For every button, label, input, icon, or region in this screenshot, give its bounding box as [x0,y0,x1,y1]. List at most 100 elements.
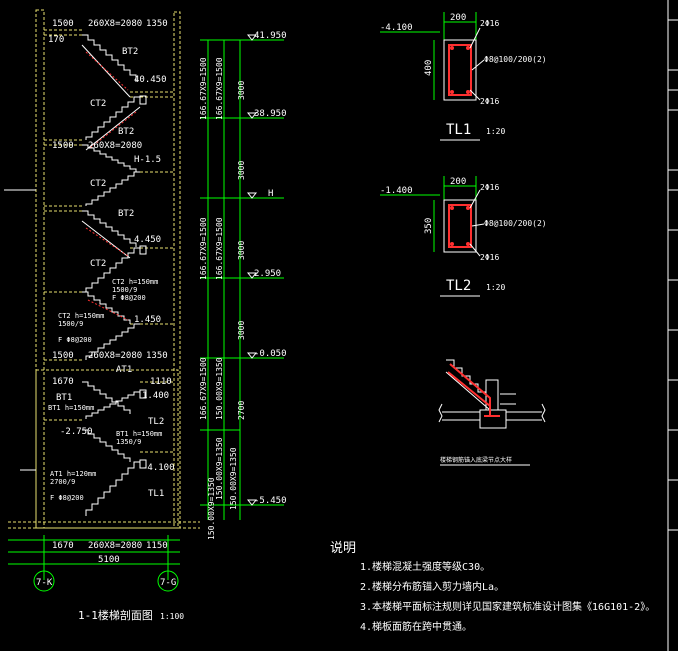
vdim-3000-1: 3000 [237,81,246,100]
detail-rebar [447,363,500,417]
note-1: 1.楼梯混凝土强度等级C30。 [360,560,490,573]
note-4: 4.梯板面筋在跨中贯通。 [360,620,472,633]
landing-level-7: -4.100 [142,463,175,473]
top-dim-3: 1350 [146,19,168,29]
note-f8-200-3: F Φ8@200 [50,494,84,502]
tl2-leaders [469,189,485,257]
stair-rebar [85,51,137,321]
left-ticks [4,189,36,471]
bottom-dim-3: 1150 [146,541,168,551]
top-dim-1b: 1500 [52,141,74,151]
tl1-stirrup [448,44,472,96]
note-2: 2.楼梯分布筋锚入剪力墙内La。 [360,580,504,593]
tl2-width: 200 [450,177,466,187]
top-dim-1c: 1500 [52,351,74,361]
vdim-7: 150.00X9=1350 [215,437,224,500]
landing-level-2: H-1.5 [134,155,161,165]
landing-level-5: 1.400 [142,391,169,401]
elev-38950: 38.950 [254,109,287,119]
tl2-bars [450,206,470,246]
landing-level-4: 1.450 [134,315,161,325]
notes: 说明 1.楼梯混凝土强度等级C30。 2.楼梯分布筋锚入剪力墙内La。 3.本楼… [330,541,655,633]
detail-steps [438,359,546,429]
detail-caption: 楼梯钢筋锚入底梁节点大样 [440,456,512,464]
vdim-1: 166.67X9=1500 [199,57,208,120]
note-ct2-h-2: CT2 h=150mm [58,312,104,320]
vdim-3: 166.67X9=1500 [199,217,208,280]
label-tl1: TL1 [148,489,164,499]
tl1-dims [380,12,477,100]
tl2-height: 350 [424,218,434,234]
label-bt2-2: BT2 [118,127,134,137]
tl1-height: 400 [424,60,434,76]
label-tl2: TL2 [148,417,164,427]
detail-leaders [500,393,516,405]
elev-minus-0050: -0.050 [254,349,287,359]
landing-level-3: 4.450 [134,235,161,245]
section-walls [8,9,200,529]
top-dim-3c: 1350 [146,351,168,361]
anchorage-detail: 楼梯钢筋锚入底梁节点大样 [438,359,546,466]
tl1-text: -4.100 200 400 2Φ16 Φ8@100/200(2) 2Φ16 T… [380,13,547,138]
small-dim-1670: 1670 [52,377,74,387]
section-vdim-text: 166.67X9=1500 166.67X9=1500 3000 166.67X… [199,57,246,540]
bottom-dim-2: 260X8=2080 [88,541,142,551]
vdim-2: 166.67X9=1500 [215,57,224,120]
axis-bubble-right [157,570,179,592]
label-at1: AT1 [116,365,132,375]
label-bt1: BT1 [56,393,72,403]
section-text: 1500 260X8=2080 1350 1500 260X8=2080 150… [36,19,287,622]
note-bt1-h: BT1 h=150mm [48,404,94,412]
section-scale: 1:100 [160,612,184,621]
small-dim-170: 170 [48,35,64,45]
tl2-scale: 1:20 [486,283,505,292]
left-vdim-1: 150.00X9=1350 [207,477,216,540]
small-dim-1110: 1110 [150,377,172,387]
note-bt1-h-2: BT1 h=150mm [116,430,162,438]
elev-41950: 41.950 [254,31,287,41]
total-width: 5100 [98,555,120,565]
beam-tl1: -4.100 200 400 2Φ16 Φ8@100/200(2) 2Φ16 T… [380,12,547,141]
note-f8-200-2: F Φ8@200 [58,336,92,344]
vdim-4: 166.67X9=1500 [215,217,224,280]
section-title: 1-1楼梯剖面图 [78,608,153,622]
tl2-stirrup [448,204,472,248]
stair-flights [81,34,147,516]
vdim-6: 150.00X9=1350 [215,357,224,420]
top-dim-2: 260X8=2080 [88,19,142,29]
tl1-scale: 1:20 [486,127,505,136]
section-vdims [8,39,284,580]
tl1-bottom-bars: 2Φ16 [480,97,499,106]
beam-tl2: -1.400 200 350 2Φ16 Φ8@100/200(2) 2Φ16 T… [380,176,547,297]
elev-minus-5450: -5.450 [254,496,287,506]
top-dim-2b: 260X8=2080 [88,141,142,151]
axis-right-label: 7-G [160,578,176,588]
tl1-title: TL1 [446,122,471,138]
label-bt2-1: BT2 [122,47,138,57]
notes-title: 说明 [330,541,356,556]
note-1500-9: 1500/9 [112,286,137,294]
tl1-bars [450,46,470,94]
tl2-title: TL2 [446,278,471,294]
vdim-3000-3: 3000 [237,241,246,260]
axis-bubble-left [33,570,55,592]
note-ct2-h: CT2 h=150mm [112,278,158,286]
note-2700-9: 2700/9 [50,478,75,486]
tl1-width: 200 [450,13,466,23]
tl2-stirrups: Φ8@100/200(2) [484,219,547,228]
label-ct2-3: CT2 [90,259,106,269]
tl2-dims [380,176,477,252]
note-3: 3.本楼梯平面标注规则详见国家建筑标准设计图集《16G101-2》。 [360,600,655,613]
note-1350-9: 1350/9 [116,438,141,446]
label-bt2-3: BT2 [118,209,134,219]
stair-section [4,9,284,592]
landing-level-6: -2.750 [60,427,93,437]
elev-h: H [268,189,273,199]
tl1-level: -4.100 [380,23,413,33]
tl1-stirrups: Φ8@100/200(2) [484,55,547,64]
label-ct2-1: CT2 [90,99,106,109]
tl2-text: -1.400 200 350 2Φ16 Φ8@100/200(2) 2Φ16 T… [380,177,547,294]
axis-left-label: 7-K [36,578,53,588]
tl2-bottom-bars: 2Φ16 [480,253,499,262]
